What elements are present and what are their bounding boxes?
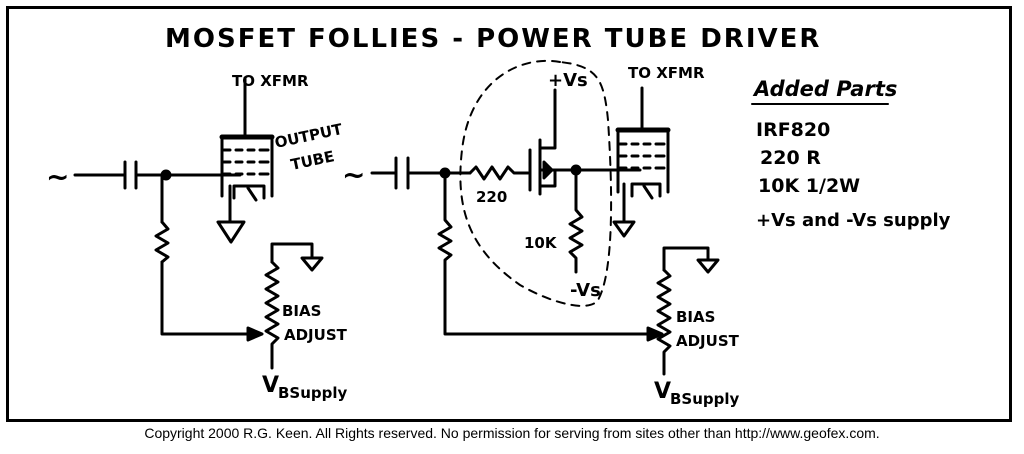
plus-vs-label: +Vs: [548, 70, 588, 91]
right-bias-label-2: ADJUST: [676, 332, 740, 350]
mosfet-irf820: [528, 88, 577, 196]
right-pot-ground-icon: [696, 258, 720, 274]
left-bias-label-2: ADJUST: [284, 326, 348, 344]
gate-resistor-220: [468, 165, 530, 181]
right-circuit: [370, 59, 720, 376]
left-wiper-arrow: [246, 326, 264, 342]
added-parts-boundary: [459, 59, 613, 307]
right-supply-label: BSupply: [670, 390, 740, 408]
right-grid-resistor: [437, 171, 652, 336]
diagram-frame: [6, 6, 1012, 422]
right-bias-label-1: BIAS: [676, 308, 715, 326]
added-part-item: IRF820: [756, 119, 830, 141]
left-supply-v: V: [262, 373, 279, 398]
left-output-label: OUTPUT: [273, 120, 345, 152]
added-part-item: 10K 1/2W: [758, 175, 860, 197]
left-circuit: [73, 76, 324, 370]
source-resistor-label: 10K: [524, 234, 558, 252]
left-grid-resistor: [154, 220, 170, 264]
left-bias-pot: [264, 260, 280, 370]
left-supply-label: BSupply: [278, 384, 348, 402]
right-to-xfmr-label: TO XFMR: [628, 64, 705, 82]
minus-vs-label: -Vs: [570, 280, 601, 301]
added-parts-heading: Added Parts: [752, 77, 897, 101]
right-wiper-arrow: [646, 326, 664, 342]
left-bias-label-1: BIAS: [282, 302, 321, 320]
left-tube-label: TUBE: [289, 147, 336, 174]
gate-resistor-label: 220: [476, 188, 507, 206]
added-part-item: 220 R: [760, 147, 821, 169]
added-part-item: +Vs and -Vs supply: [756, 210, 951, 231]
right-tube-ground-icon: [612, 220, 636, 238]
diagram-title: MOSFET FOLLIES - POWER TUBE DRIVER: [165, 24, 821, 54]
left-signal-symbol: ~: [46, 160, 69, 193]
right-supply-v: V: [654, 379, 671, 404]
left-output-tube: [219, 76, 275, 202]
copyright-notice: Copyright 2000 R.G. Keen. All Rights res…: [144, 425, 880, 441]
source-resistor-10k: [568, 168, 584, 274]
right-output-tube: [615, 86, 671, 200]
left-pot-ground-icon: [300, 256, 324, 272]
right-signal-symbol: ~: [342, 158, 365, 191]
left-coupling-capacitor: [123, 160, 138, 190]
left-wiper-wire: [160, 260, 250, 336]
right-bias-pot: [656, 268, 672, 376]
left-to-xfmr-label: TO XFMR: [232, 72, 309, 90]
left-tube-ground-icon: [216, 220, 246, 244]
left-pot-top-wire: [270, 242, 314, 264]
right-coupling-capacitor: [394, 156, 410, 190]
right-pot-top-wire: [662, 246, 710, 272]
